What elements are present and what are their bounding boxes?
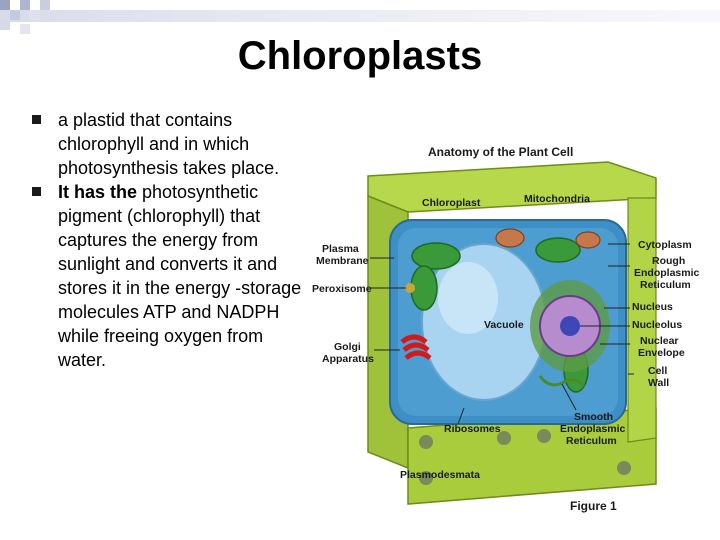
label-peroxisome: Peroxisome	[312, 283, 372, 295]
label-nuclear-envelope: Nuclear	[640, 335, 679, 347]
label-mitochondria: Mitochondria	[524, 193, 590, 205]
figure-heading: Anatomy of the Plant Cell	[428, 145, 573, 159]
square-bullet-icon	[32, 115, 41, 124]
mitochondrion	[495, 228, 525, 248]
leader-lines	[370, 243, 634, 425]
square-bullet-icon	[32, 187, 41, 196]
plasmodesma	[497, 431, 511, 445]
label-cell-wall: Cell	[648, 365, 667, 377]
plasmodesma	[617, 461, 631, 475]
decorative-checker-strip	[0, 0, 720, 34]
bullet-item: a plastid that contains chlorophyll and …	[32, 108, 302, 180]
label-plasmodesmata: Plasmodesmata	[400, 469, 480, 481]
golgi-apparatus	[400, 334, 432, 361]
label-smooth-er: Reticulum	[566, 435, 617, 447]
figure-caption: Figure 1	[570, 499, 617, 513]
plant-cell-diagram: Anatomy of the Plant Cell	[312, 145, 700, 513]
plasmodesma	[419, 435, 433, 449]
chloroplast	[411, 242, 461, 270]
nucleolus	[560, 316, 580, 336]
smooth-er	[538, 375, 586, 388]
label-rough-er: Rough	[652, 255, 685, 267]
label-ribosomes: Ribosomes	[444, 423, 501, 435]
plasmodesma	[419, 471, 433, 485]
label-vacuole: Vacuole	[484, 319, 524, 331]
label-nucleolus: Nucleolus	[632, 319, 682, 331]
label-chloroplast: Chloroplast	[422, 197, 481, 209]
bullet-list: a plastid that contains chlorophyll and …	[32, 108, 302, 372]
vacuole-highlight	[438, 262, 498, 334]
label-golgi: Apparatus	[322, 353, 374, 365]
bullet-text: a plastid that contains chlorophyll and …	[58, 110, 280, 178]
label-nuclear-envelope: Envelope	[638, 347, 685, 359]
cell-wall-right	[627, 197, 657, 443]
plasmodesma	[537, 429, 551, 443]
mitochondrion	[575, 231, 601, 249]
label-cytoplasm: Cytoplasm	[638, 239, 692, 251]
plant-cell-figure: Anatomy of the Plant Cell	[308, 138, 704, 520]
label-plasma-membrane: Plasma	[322, 243, 359, 255]
chloroplast	[535, 237, 581, 263]
slide-title: Chloroplasts	[237, 34, 483, 78]
bullet-lead: It has the	[58, 182, 138, 202]
peroxisome	[405, 283, 415, 293]
label-smooth-er: Endoplasmic	[560, 423, 626, 435]
label-plasma-membrane: Membrane	[316, 255, 369, 267]
label-nucleus: Nucleus	[632, 301, 673, 313]
cell-wall-top	[367, 161, 657, 213]
label-rough-er: Endoplasmic	[634, 267, 700, 279]
label-golgi: Golgi	[334, 341, 361, 353]
label-rough-er: Reticulum	[640, 279, 691, 291]
bullet-text: photosynthetic pigment (chlorophyll) tha…	[58, 182, 302, 370]
label-cell-wall: Wall	[648, 377, 669, 389]
bullet-item: It has the photosynthetic pigment (chlor…	[32, 180, 302, 372]
label-smooth-er: Smooth	[574, 411, 613, 423]
